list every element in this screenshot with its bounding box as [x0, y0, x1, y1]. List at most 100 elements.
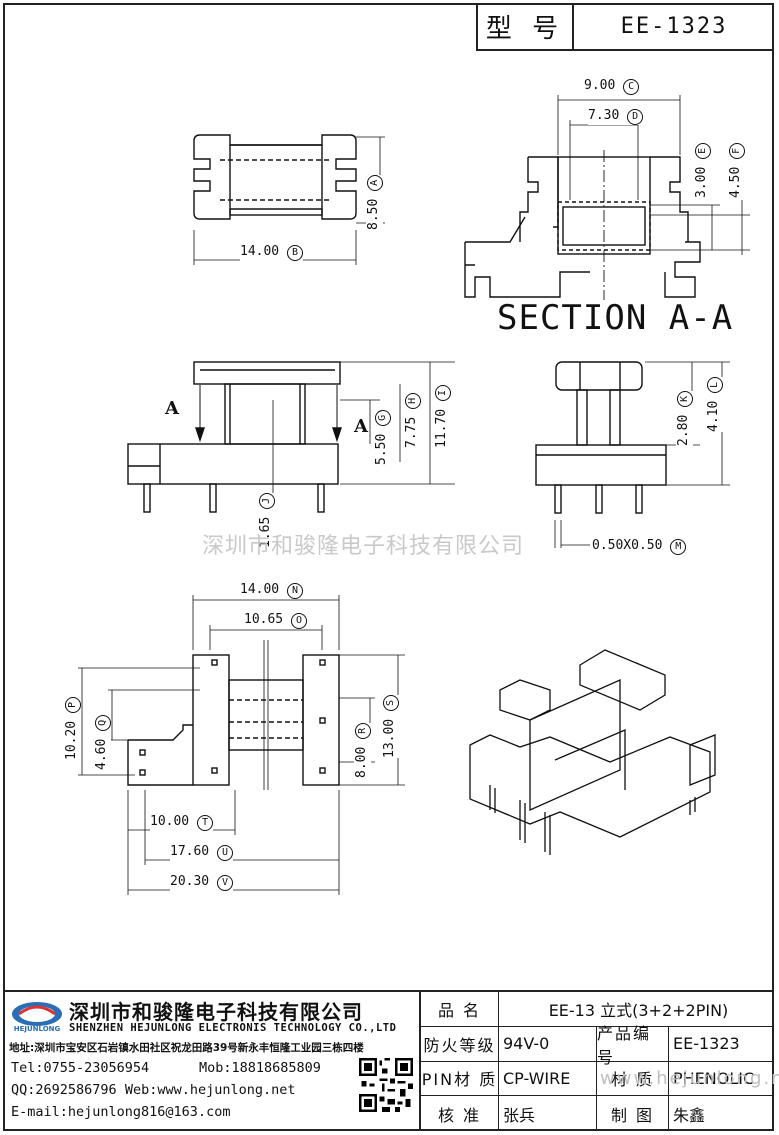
dimension-label: 0.50X0.50 M: [592, 538, 687, 555]
product-no-label: 产品编号: [597, 1024, 669, 1067]
dimension-ref: K: [677, 390, 693, 407]
dimension-value: 17.60: [170, 844, 217, 859]
dimension-label: 4.60 Q: [94, 714, 111, 770]
dimension-value: 3.00: [694, 158, 709, 198]
section-aa-view: [464, 95, 750, 300]
front-view: [127, 361, 455, 520]
dimension-label: 20.30 V: [170, 874, 233, 891]
dimension-ref: L: [707, 376, 723, 393]
dimension-value: 8.00: [354, 738, 369, 778]
drawing-frame: [3, 3, 774, 1131]
company-name-en: SHENZHEN HEJUNLONG ELECTRONIS TECHNOLOGY…: [69, 1022, 397, 1034]
dimension-label: 7.75 H: [404, 392, 421, 448]
draw-value: 朱鑫: [673, 1105, 706, 1125]
dimension-ref: V: [216, 875, 233, 891]
product-name-value: EE-13 立式(3+2+2PIN): [548, 1000, 729, 1020]
spec-table: 品 名 EE-13 立式(3+2+2PIN) 防火等级 94V-0 产品编号 E…: [421, 992, 774, 1131]
company-name-cn: 深圳市和骏隆电子科技有限公司: [69, 1000, 363, 1024]
isometric-view: [469, 649, 716, 855]
pin-material-value: CP-WIRE: [499, 1061, 597, 1096]
dimension-value: 4.10: [706, 392, 721, 432]
draw-label: 制 图: [597, 1096, 669, 1131]
model-value: EE-1323: [620, 13, 728, 39]
dimension-value: 7.75: [404, 408, 419, 448]
bottom-view: [78, 595, 405, 895]
dimension-ref: R: [355, 722, 371, 739]
dimension-value: 10.20: [64, 713, 79, 760]
dimension-label: 10.00 T: [150, 814, 213, 831]
dimension-label: 14.00 B: [240, 244, 303, 261]
spec-row-rating: 防火等级 94V-0 产品编号 EE-1323: [421, 1024, 774, 1067]
section-marker-right: A: [354, 416, 368, 437]
title-block: HEJUNLONG 深圳市和骏隆电子科技有限公司 SHENZHEN HEJUNL…: [3, 990, 774, 1131]
dimension-value: 10.65: [244, 612, 291, 627]
dimension-value: 4.50: [728, 158, 743, 198]
dimension-value: 11.70: [434, 401, 449, 448]
dimension-ref: N: [286, 583, 303, 599]
dimension-value: 20.30: [170, 874, 217, 889]
dimension-ref: T: [196, 815, 213, 831]
dimension-value: 10.00: [150, 814, 197, 829]
company-qq: QQ:2692586796 Web:www.hejunlong.net: [11, 1082, 296, 1098]
dimension-value: 9.00: [584, 78, 624, 93]
dimension-label: 11.70 I: [434, 385, 451, 448]
model-label: 型 号: [478, 3, 574, 49]
dimension-label: 9.00 C: [584, 78, 640, 95]
product-no-value: EE-1323: [673, 1034, 740, 1054]
product-name-label: 品 名: [421, 992, 499, 1026]
dimension-ref: A: [367, 174, 383, 191]
dimension-value: 14.00: [240, 244, 287, 259]
dimension-label: 4.50 F: [728, 142, 745, 198]
dimension-value: 5.50: [374, 425, 389, 465]
svg-text:HEJUNLONG: HEJUNLONG: [14, 1025, 61, 1033]
dimension-ref: C: [623, 79, 640, 95]
dimension-label: 14.00 N: [240, 582, 303, 599]
dimension-ref: O: [290, 613, 307, 629]
dimension-label: 5.50 G: [374, 409, 391, 465]
dimension-ref: Q: [95, 714, 111, 731]
side-view: [535, 361, 730, 548]
company-tel: Tel:0755-23056954: [11, 1060, 150, 1076]
watermark-url: www.hejunlong.net: [600, 1068, 779, 1089]
dimension-ref: I: [435, 385, 451, 402]
dimension-value: 13.00: [382, 711, 397, 758]
dimension-ref: J: [259, 492, 275, 509]
company-logo: HEJUNLONG: [12, 1002, 62, 1033]
dimension-label: 2.80 K: [676, 390, 693, 446]
spec-row-name: 品 名 EE-13 立式(3+2+2PIN): [421, 992, 774, 1027]
dimension-value: 14.00: [240, 582, 287, 597]
material-value: PHENOLIC: [673, 1068, 755, 1088]
model-box: 型 号 EE-1323: [476, 3, 774, 51]
dimension-ref: U: [216, 845, 233, 861]
fire-rating-value: 94V-0: [499, 1026, 597, 1061]
dimension-label: 10.20 P: [64, 697, 81, 760]
watermark-text: 深圳市和骏隆电子科技有限公司: [202, 534, 525, 559]
dimension-ref: F: [729, 142, 745, 159]
dimension-ref: M: [670, 539, 687, 555]
spec-row-approval: 核 准 张兵 制 图 朱鑫: [421, 1096, 774, 1131]
dimension-value: 4.60: [94, 730, 109, 770]
pin-material-label: PIN材 质: [421, 1061, 499, 1096]
dimension-value: 7.30: [588, 108, 628, 123]
dimension-ref: G: [375, 409, 391, 426]
check-label: 核 准: [421, 1096, 499, 1131]
spec-row-material: PIN材 质 CP-WIRE 材 质 PHENOLIC: [421, 1061, 774, 1097]
dimension-ref: S: [383, 695, 399, 712]
dimension-label: 3.00 E: [694, 142, 711, 198]
dimension-ref: B: [286, 245, 303, 261]
dimension-ref: H: [405, 392, 421, 409]
dimension-ref: E: [695, 142, 711, 159]
company-block: HEJUNLONG 深圳市和骏隆电子科技有限公司 SHENZHEN HEJUNL…: [3, 992, 421, 1131]
qr-code: [359, 1058, 413, 1112]
section-marker-left: A: [165, 398, 179, 419]
fire-rating-label: 防火等级: [421, 1026, 499, 1061]
dimension-label: 4.10 L: [706, 376, 723, 432]
dimension-value: 0.50X0.50: [592, 538, 671, 553]
material-label: 材 质: [597, 1061, 669, 1096]
dimension-label: 13.00 S: [382, 695, 399, 758]
dimension-ref: D: [627, 109, 644, 125]
dimension-label: 8.00 R: [354, 722, 371, 778]
company-address: 地址:深圳市宝安区石岩镇水田社区祝龙田路39号新永丰恒隆工业园三栋四楼: [9, 1042, 364, 1054]
dimension-value: 8.50: [366, 190, 381, 230]
dimension-label: 8.50 A: [366, 174, 383, 230]
